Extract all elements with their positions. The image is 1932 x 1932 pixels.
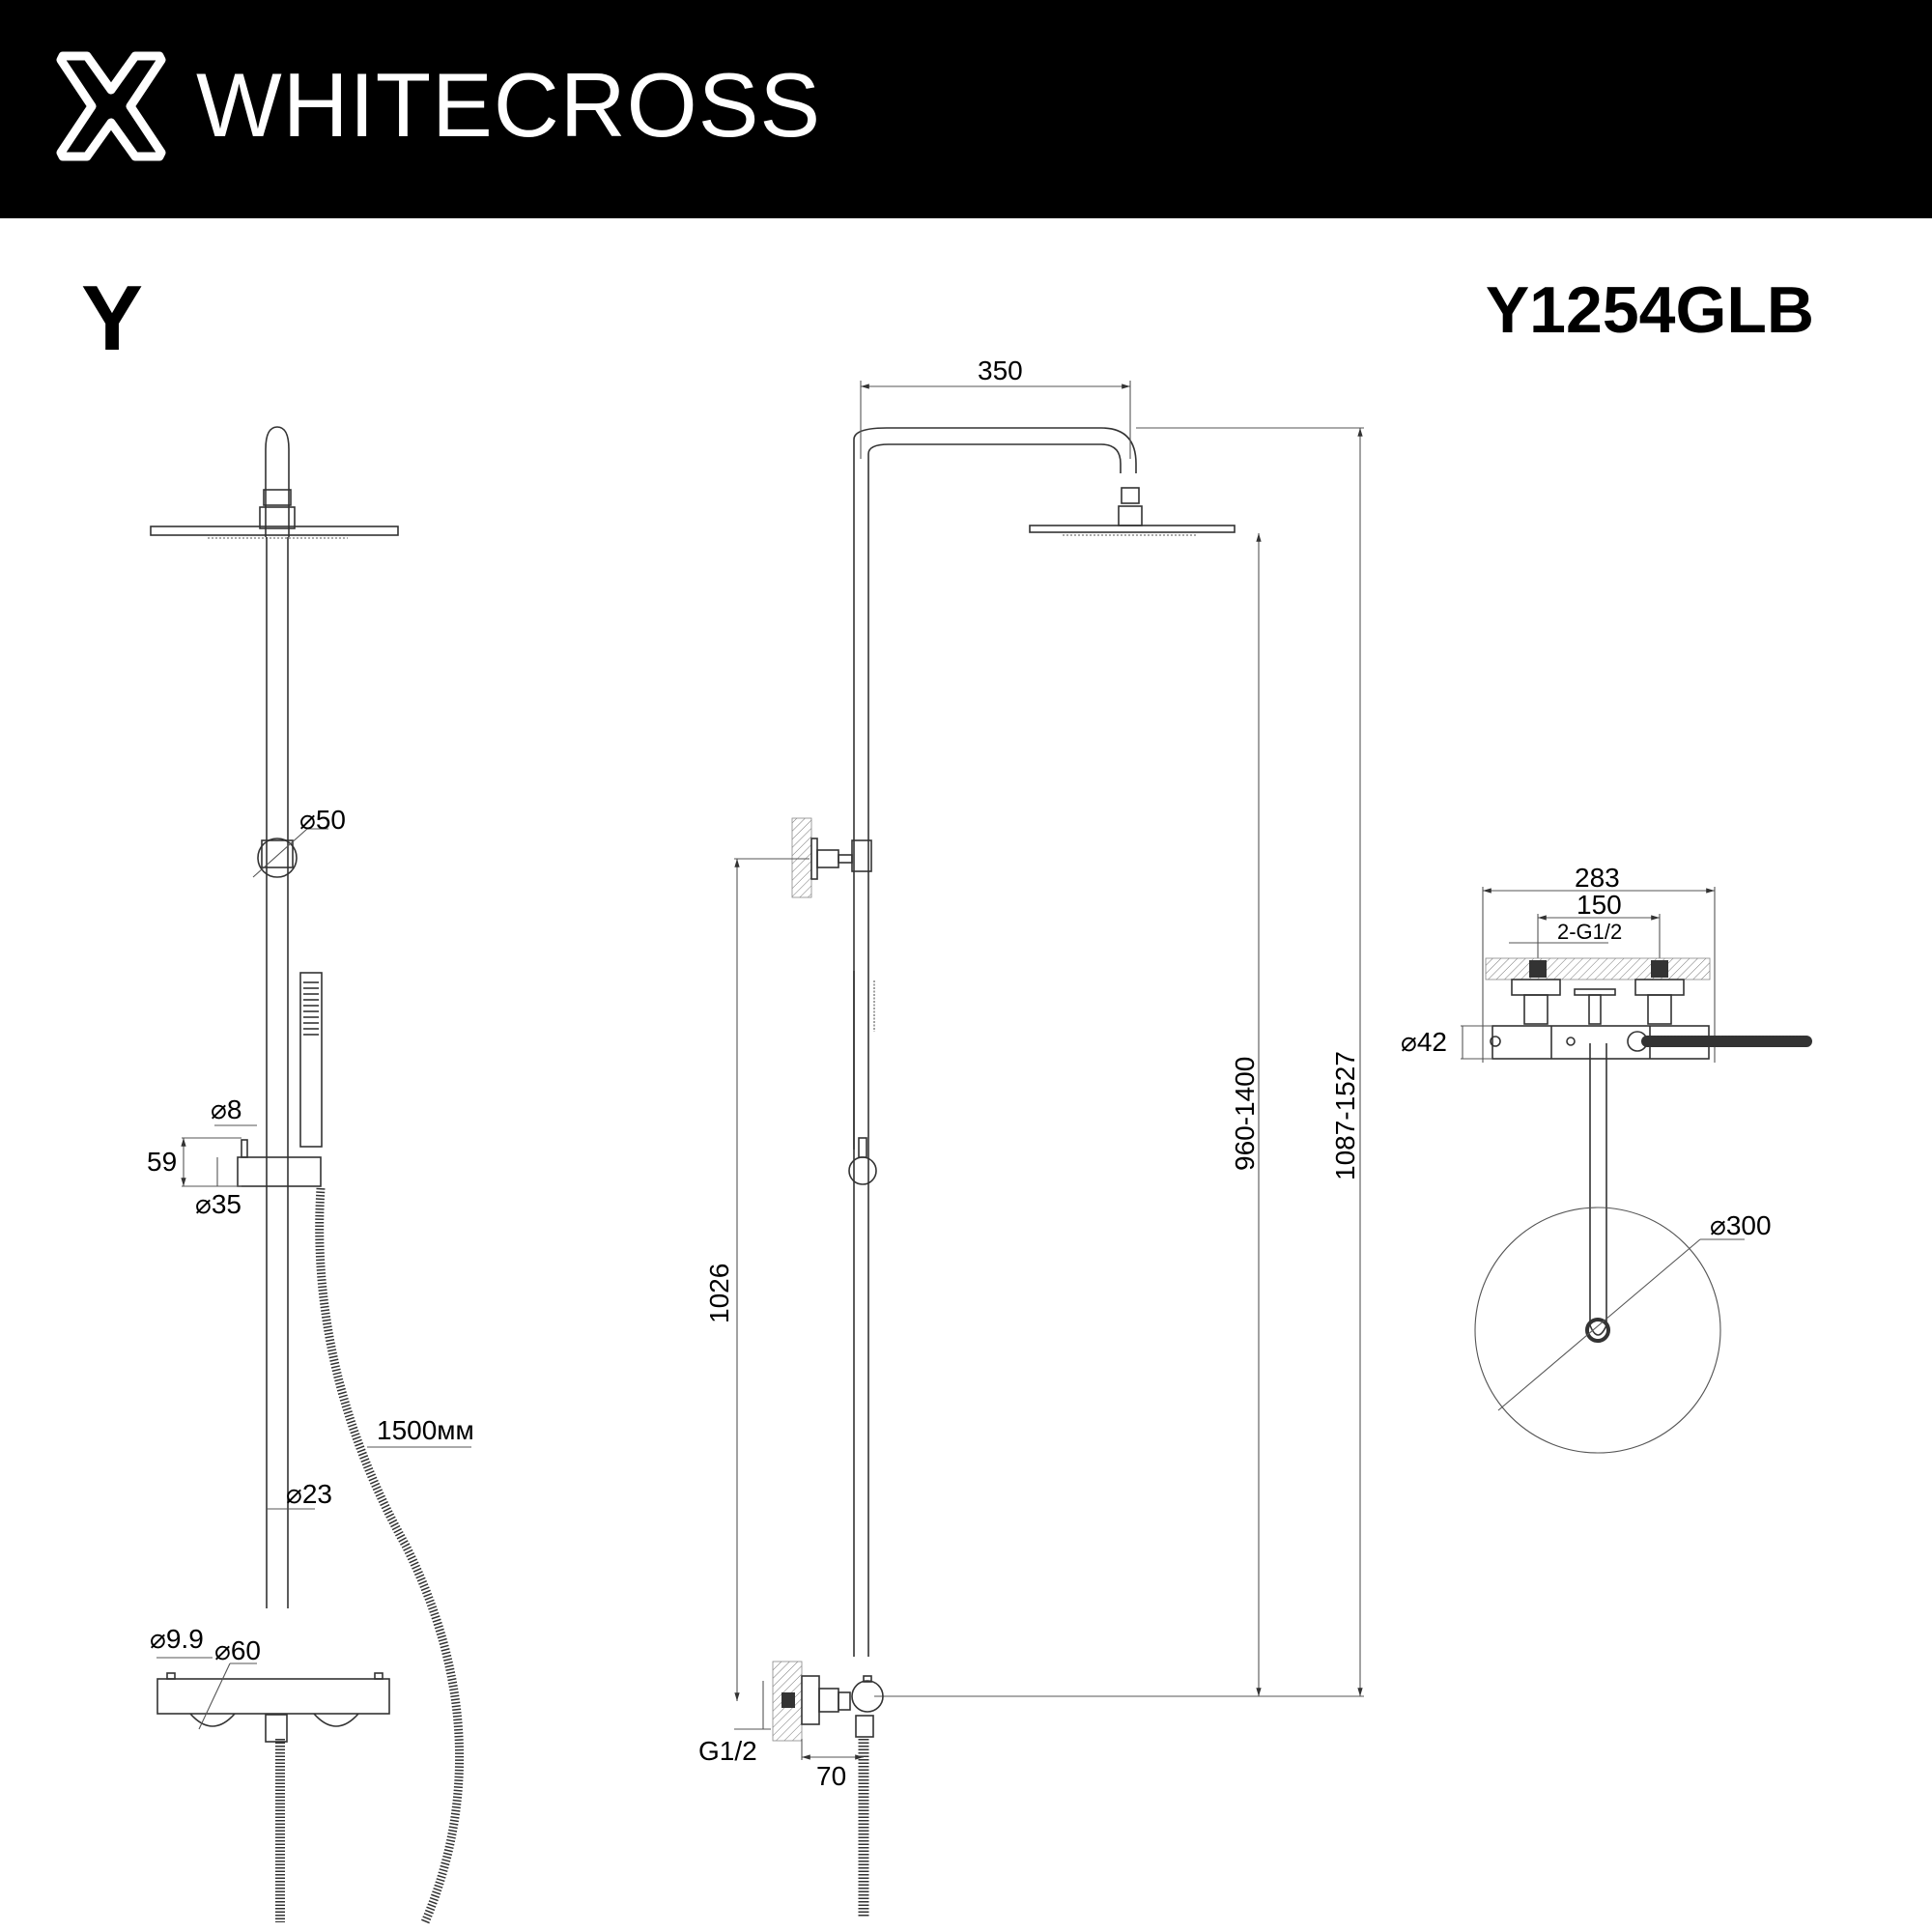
front-view: ⌀50 59 ⌀8 ⌀35 1500мм ⌀23 ⌀9.9 <box>147 426 474 1924</box>
dim-holder-height: 59 <box>147 1147 177 1177</box>
dim-pin-diameter: ⌀8 <box>211 1094 242 1124</box>
dim-head-diameter: ⌀300 <box>1710 1210 1772 1240</box>
cross-logo-icon <box>56 51 166 161</box>
dim-overall-width: 283 <box>1575 863 1620 893</box>
model-number: Y1254GLB <box>1485 273 1814 347</box>
dim-wall-offset: 70 <box>816 1761 846 1791</box>
dim-bracket-height: 1026 <box>704 1264 734 1323</box>
dim-holder-diameter: ⌀35 <box>195 1189 242 1219</box>
dim-inlet-thread: G1/2 <box>698 1736 757 1766</box>
dim-inlet-spacing: 150 <box>1577 890 1622 920</box>
dim-inlets: 2-G1/2 <box>1557 920 1622 944</box>
top-view: 283 150 2-G1/2 ⌀42 <box>1401 863 1812 1454</box>
dim-knob-diameter: ⌀60 <box>214 1635 261 1665</box>
brand-header: WHITECROSS <box>0 0 1932 218</box>
dim-head-height: 960-1400 <box>1230 1057 1260 1171</box>
dim-bracket-diameter: ⌀50 <box>299 805 346 835</box>
series-label: Y <box>81 267 144 370</box>
dim-hose-length: 1500мм <box>377 1415 474 1445</box>
side-view: 350 1026 960-1400 1087-1527 <box>698 355 1364 1918</box>
dim-arm-reach: 350 <box>978 355 1023 385</box>
dim-rail-diameter: ⌀23 <box>286 1479 332 1509</box>
dim-total-height: 1087-1527 <box>1330 1051 1360 1180</box>
dim-mixer-pin-diameter: ⌀9.9 <box>150 1624 204 1654</box>
dim-body-diameter: ⌀42 <box>1401 1027 1447 1057</box>
brand-name: WHITECROSS <box>196 54 822 156</box>
